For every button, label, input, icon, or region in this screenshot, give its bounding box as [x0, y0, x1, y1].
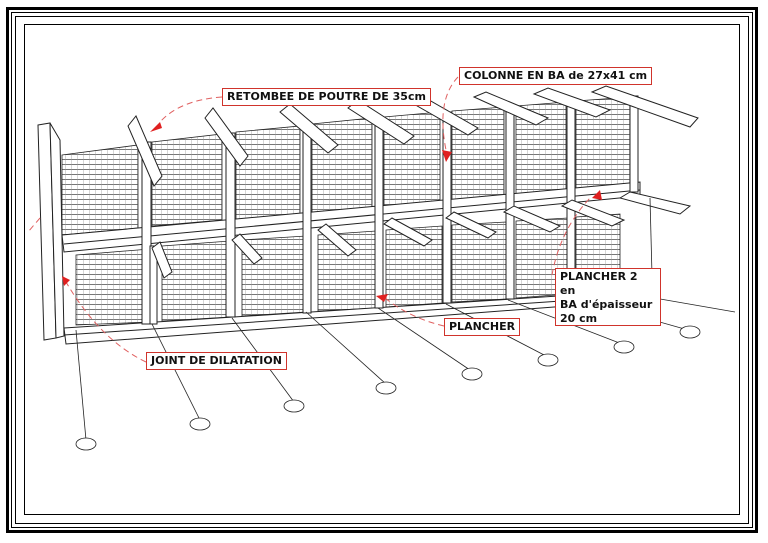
callout-plancher2-line-3: 20 cm: [560, 312, 598, 325]
drawing-frame-outer: [6, 7, 758, 533]
annotation-leaders: [27, 76, 591, 363]
roof-beams: [127, 85, 699, 187]
grid-bubbles: [75, 325, 701, 451]
drawing-frame-inner: [15, 16, 749, 524]
callout-plancher: PLANCHER: [444, 318, 521, 336]
callout-joint: JOINT DE DILATATION: [146, 352, 287, 370]
callout-plancher2-line-1: PLANCHER 2 en: [560, 270, 638, 297]
model-viewport: [24, 24, 740, 515]
callout-colonne: COLONNE EN BA de 27x41 cm: [459, 67, 653, 85]
callout-plancher2: PLANCHER 2 en BA d'épaisseur 20 cm: [555, 268, 661, 326]
end-columns: [37, 122, 65, 341]
drawing-frame-middle: [11, 12, 753, 528]
annotation-arrows: [62, 122, 602, 302]
floor-beams: [151, 191, 692, 279]
callout-plancher2-line-2: BA d'épaisseur: [560, 298, 653, 311]
callout-retombee: RETOMBEE DE POUTRE DE 35cm: [222, 88, 431, 106]
